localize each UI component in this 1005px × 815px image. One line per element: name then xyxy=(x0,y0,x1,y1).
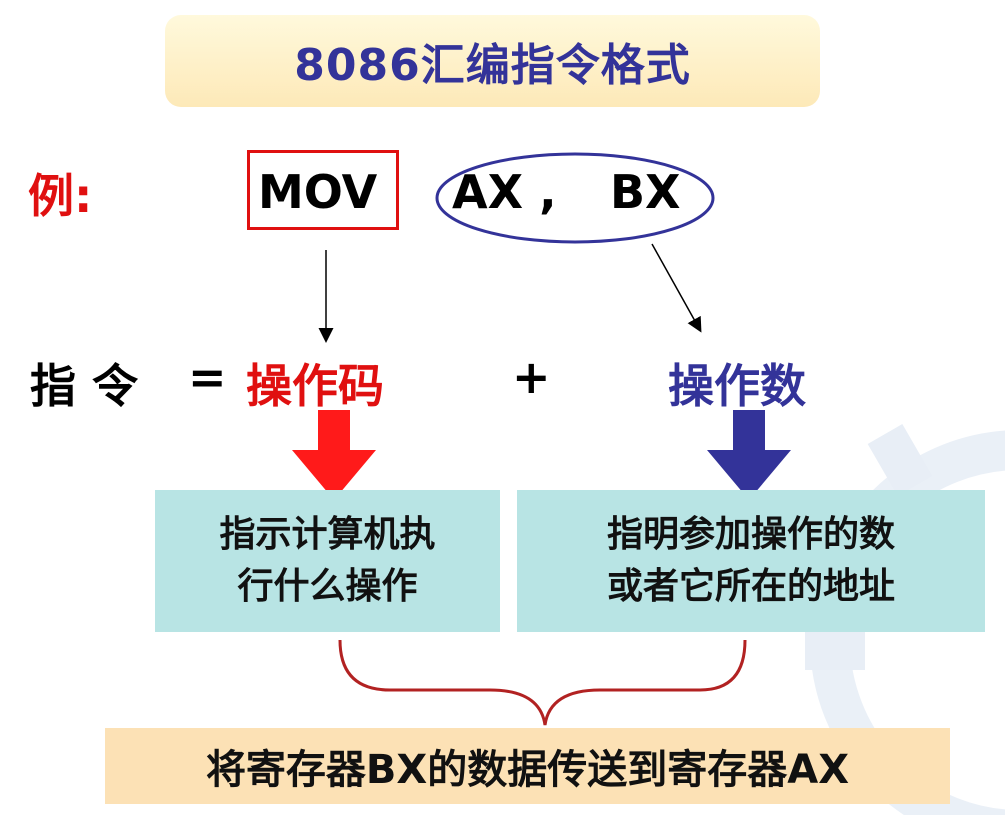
operand-label: 操作数 xyxy=(668,359,806,413)
opcode-explanation: 指示计算机执 行什么操作 xyxy=(155,490,500,632)
instruction-label: 指 令 xyxy=(30,359,139,413)
page-title: 8086汇编指令格式 xyxy=(294,40,691,91)
mnemonic-mov: MOV xyxy=(258,165,378,219)
result-text: 将寄存器BX的数据传送到寄存器AX xyxy=(205,747,850,793)
result-banner: 将寄存器BX的数据传送到寄存器AX xyxy=(105,728,950,804)
opcode-explanation-line1: 指示计算机执 xyxy=(219,514,436,555)
operands-ellipse xyxy=(435,152,715,244)
operands-arrow xyxy=(651,243,702,333)
mnemonic-highlight-box xyxy=(247,150,399,230)
title-banner: 8086汇编指令格式 xyxy=(165,15,820,107)
operand-down-arrow xyxy=(707,410,791,500)
opcode-down-arrow xyxy=(292,410,376,500)
opcode-explanation-line2: 行什么操作 xyxy=(237,566,418,607)
operand-ax: AX , xyxy=(452,165,557,219)
brace xyxy=(338,639,747,726)
example-label: 例: xyxy=(28,169,93,223)
plus-sign: + xyxy=(512,350,551,404)
operand-explanation: 指明参加操作的数 或者它所在的地址 xyxy=(517,490,985,632)
operand-explanation-line2: 或者它所在的地址 xyxy=(606,566,895,607)
opcode-label: 操作码 xyxy=(246,359,384,413)
equals-sign: = xyxy=(188,350,227,404)
operand-explanation-line1: 指明参加操作的数 xyxy=(606,514,895,555)
operand-bx: BX xyxy=(610,165,681,219)
